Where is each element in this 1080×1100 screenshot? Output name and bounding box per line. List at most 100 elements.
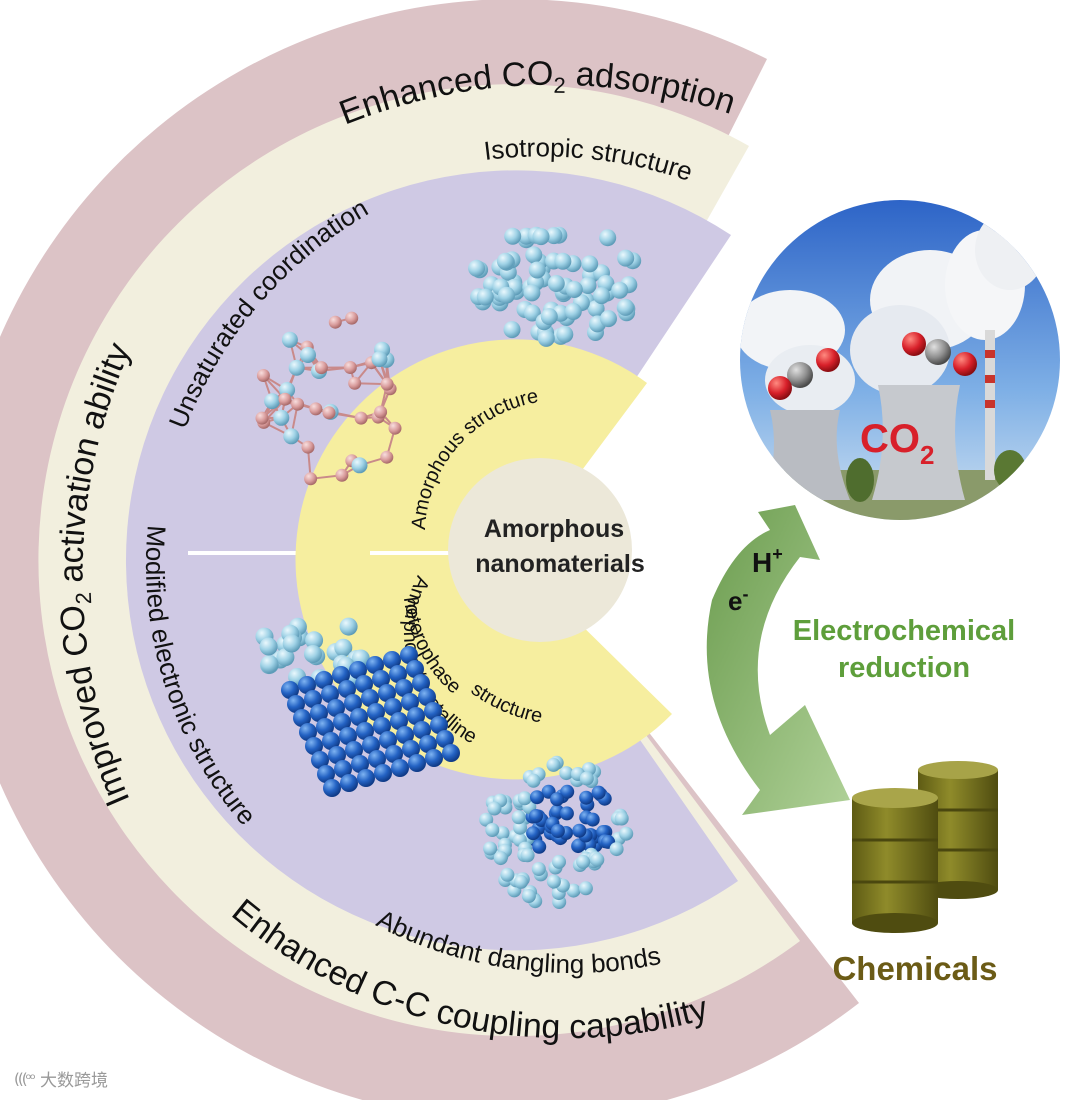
atom	[586, 813, 600, 827]
atom	[389, 422, 402, 435]
atom	[541, 308, 558, 325]
process-label-line2: reduction	[838, 652, 970, 684]
atom	[611, 282, 628, 299]
atom	[560, 806, 574, 820]
atom	[498, 287, 515, 304]
atom	[408, 754, 426, 772]
center-title-line1: Amorphous	[484, 515, 624, 543]
atom	[302, 441, 315, 454]
atom	[256, 412, 269, 425]
atom	[345, 312, 358, 325]
atom	[425, 749, 443, 767]
atom	[579, 881, 593, 895]
atom	[260, 638, 278, 656]
watermark: (((ᵒᵒ 大数跨境	[14, 1066, 108, 1091]
atom	[530, 790, 544, 804]
watermark-logo-icon: (((ᵒᵒ	[14, 1070, 34, 1088]
atom	[547, 758, 561, 772]
atom	[518, 791, 532, 805]
atom	[323, 406, 336, 419]
atom	[566, 281, 583, 298]
atom	[619, 827, 633, 841]
atom	[538, 330, 555, 347]
atom	[512, 810, 526, 824]
center-title-line2: nanomaterials	[475, 550, 645, 578]
atom	[504, 321, 521, 338]
atom	[381, 378, 394, 391]
atom	[497, 253, 514, 270]
atom	[257, 369, 270, 382]
atom	[521, 848, 535, 862]
atom	[283, 428, 299, 444]
atom	[340, 618, 358, 636]
atom	[323, 779, 341, 797]
process-label-line1: Electrochemical	[793, 615, 1015, 647]
atom	[344, 361, 357, 374]
atom	[572, 824, 586, 838]
atom	[532, 862, 546, 876]
atom	[329, 316, 342, 329]
atom	[527, 774, 541, 788]
atom	[529, 809, 543, 823]
atom	[477, 289, 494, 306]
atom	[374, 764, 392, 782]
atom	[592, 786, 606, 800]
atom	[548, 275, 565, 292]
atom	[304, 645, 322, 663]
atom	[599, 229, 616, 246]
atom	[372, 351, 388, 367]
atom	[483, 842, 497, 856]
atom	[523, 284, 540, 301]
atom	[551, 824, 565, 838]
atom	[264, 393, 280, 409]
atom	[494, 851, 508, 865]
atom	[579, 791, 593, 805]
atom	[514, 875, 528, 889]
atom	[504, 228, 521, 245]
watermark-text: 大数跨境	[40, 1066, 108, 1091]
atom	[556, 326, 573, 343]
atom	[487, 802, 501, 816]
atom	[348, 377, 361, 390]
atom	[526, 826, 540, 840]
atom	[468, 260, 485, 277]
atom	[283, 635, 301, 653]
atom	[391, 759, 409, 777]
atom	[525, 246, 542, 263]
atom	[547, 875, 561, 889]
chemicals-label: Chemicals	[832, 950, 997, 987]
atom	[590, 853, 604, 867]
atom	[550, 792, 564, 806]
atom	[282, 332, 298, 348]
atom	[357, 769, 375, 787]
atom	[615, 812, 629, 826]
power-plant-photo	[735, 200, 1060, 530]
atom	[279, 393, 292, 406]
atom	[289, 360, 305, 376]
atom	[352, 457, 368, 473]
atom	[485, 823, 499, 837]
atom	[261, 655, 279, 673]
atom	[576, 855, 590, 869]
atom	[610, 842, 624, 856]
atom	[291, 398, 304, 411]
atom	[340, 774, 358, 792]
atom	[273, 410, 289, 426]
atom	[309, 402, 322, 415]
atom	[580, 772, 594, 786]
atom	[554, 253, 571, 270]
atom	[593, 287, 610, 304]
atom	[335, 469, 348, 482]
atom	[374, 406, 387, 419]
atom	[304, 472, 317, 485]
atom	[500, 868, 514, 882]
atom	[442, 744, 460, 762]
atom	[581, 255, 598, 272]
atom	[600, 310, 617, 327]
atom	[532, 840, 546, 854]
atom	[529, 262, 546, 279]
atom	[565, 303, 582, 320]
atom	[380, 451, 393, 464]
atom	[355, 412, 368, 425]
atom	[315, 361, 328, 374]
